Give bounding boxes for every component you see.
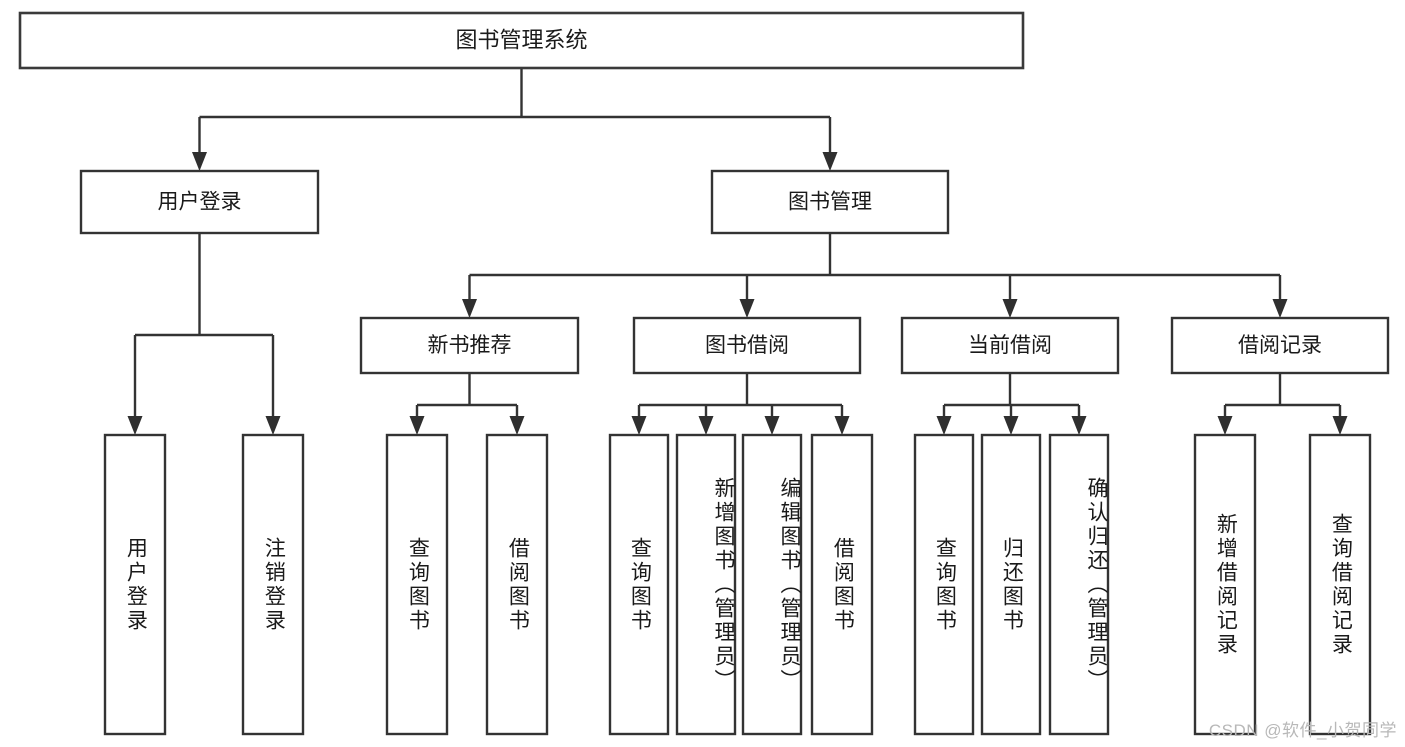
- arrow-to-leaf-query-book-2: [631, 416, 647, 435]
- arrow-to-leaf-user-login: [127, 416, 143, 435]
- node-leaf-add-record[interactable]: [1193, 433, 1257, 736]
- node-leaf-borrow-book-1[interactable]: [485, 433, 549, 736]
- arrow-to-leaf-confirm-return: [1071, 416, 1087, 435]
- node-leaf-query-record[interactable]: [1308, 433, 1372, 736]
- arrow-to-leaf-add-record: [1217, 416, 1233, 435]
- arrow-to-new-book-recommend: [462, 299, 477, 318]
- node-current-borrow[interactable]: [900, 316, 1120, 375]
- arrow-to-user-login: [192, 152, 207, 171]
- node-book-borrow[interactable]: [632, 316, 862, 375]
- arrow-to-leaf-logout-login: [265, 416, 281, 435]
- node-leaf-borrow-book-2[interactable]: [810, 433, 874, 736]
- node-borrow-record-label: 借阅记录: [1238, 334, 1322, 357]
- node-user-login-label: 用户登录: [158, 191, 242, 214]
- node-leaf-user-login[interactable]: [103, 433, 167, 736]
- arrow-to-book-borrow: [739, 299, 755, 318]
- node-root-label: 图书管理系统: [455, 27, 587, 52]
- boxes-layer: [18, 11, 1390, 736]
- arrow-to-leaf-query-book-3: [936, 416, 952, 435]
- arrow-to-leaf-return-book: [1003, 416, 1019, 435]
- node-leaf-return-book[interactable]: [980, 433, 1042, 736]
- node-root[interactable]: [18, 11, 1025, 70]
- node-leaf-logout-login[interactable]: [241, 433, 305, 736]
- node-new-book-recommend-label: 新书推荐: [428, 334, 512, 357]
- arrow-to-borrow-record: [1272, 299, 1288, 318]
- node-leaf-edit-book[interactable]: [741, 433, 803, 736]
- node-borrow-record[interactable]: [1170, 316, 1390, 375]
- arrow-to-leaf-borrow-book-2: [834, 416, 850, 435]
- arrow-to-leaf-borrow-book-1: [509, 416, 525, 435]
- node-book-manage[interactable]: [710, 169, 950, 235]
- arrow-to-leaf-edit-book: [764, 416, 780, 435]
- watermark: CSDN @软件_小贺同学: [1208, 721, 1397, 740]
- arrow-to-leaf-query-book-1: [409, 416, 425, 435]
- node-leaf-query-book-3[interactable]: [913, 433, 975, 736]
- arrow-to-current-borrow: [1002, 299, 1018, 318]
- node-leaf-confirm-return[interactable]: [1048, 433, 1110, 736]
- arrow-to-leaf-query-record: [1332, 416, 1348, 435]
- node-book-manage-label: 图书管理: [788, 191, 872, 214]
- node-book-borrow-label: 图书借阅: [705, 334, 789, 357]
- arrow-to-book-manage: [822, 152, 838, 171]
- connectors-layer: [127, 68, 1348, 435]
- node-current-borrow-label: 当前借阅: [968, 334, 1052, 357]
- node-leaf-add-book[interactable]: [675, 433, 737, 736]
- node-user-login[interactable]: [79, 169, 320, 235]
- node-leaf-query-book-2[interactable]: [608, 433, 670, 736]
- arrow-to-leaf-add-book: [698, 416, 714, 435]
- node-new-book-recommend[interactable]: [359, 316, 580, 375]
- node-leaf-query-book-1[interactable]: [385, 433, 449, 736]
